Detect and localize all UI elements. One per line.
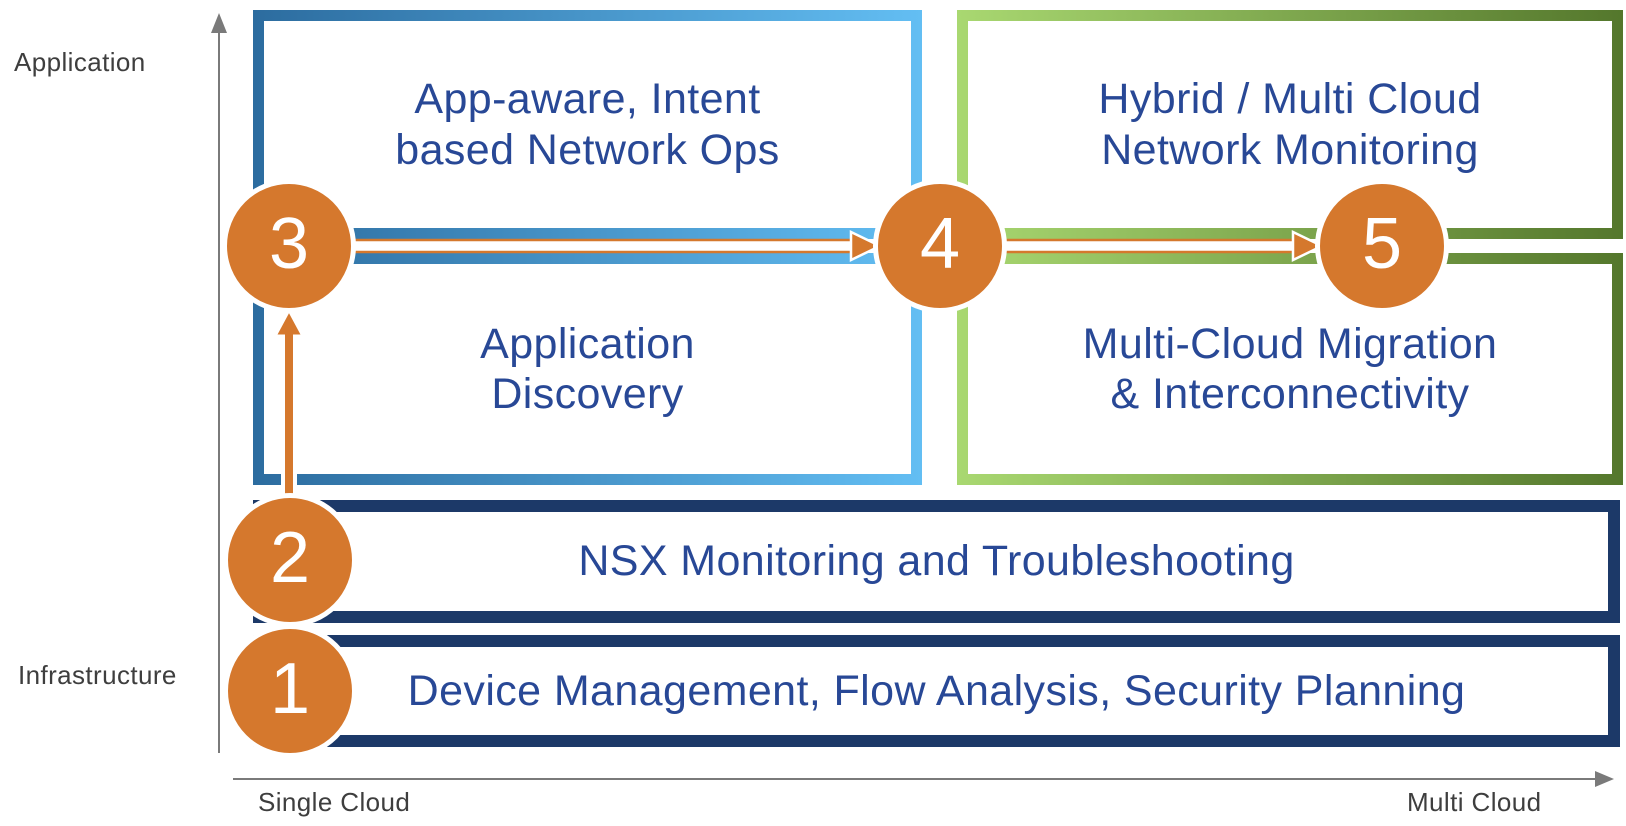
bar-device-management: Device Management, Flow Analysis, Securi… — [253, 635, 1620, 747]
y-axis-arrowhead-icon — [211, 13, 227, 33]
stage-circle-2: 2 — [223, 493, 357, 627]
panel-multicloud-migration-label-line2: & Interconnectivity — [1110, 370, 1470, 418]
panel-application-discovery-inner: Application Discovery — [264, 264, 911, 474]
y-axis — [211, 13, 227, 753]
y-axis-top-label: Application — [14, 47, 146, 77]
panel-app-aware-label: App-aware, Intent based Network Ops — [395, 74, 779, 175]
stage-circle-1: 1 — [223, 624, 357, 758]
panel-hybrid-multicloud-label-line2: Network Monitoring — [1101, 125, 1479, 174]
panel-hybrid-multicloud-monitoring: Hybrid / Multi Cloud Network Monitoring — [957, 10, 1623, 239]
panel-application-discovery-label: Application Discovery — [480, 319, 695, 420]
panel-app-aware-label-line1: App-aware, Intent — [414, 75, 761, 124]
panel-hybrid-multicloud-label-line1: Hybrid / Multi Cloud — [1098, 75, 1482, 124]
x-axis-arrowhead-icon — [1595, 771, 1614, 787]
panel-hybrid-multicloud-monitoring-inner: Hybrid / Multi Cloud Network Monitoring — [968, 21, 1612, 228]
panel-hybrid-multicloud-label: Hybrid / Multi Cloud Network Monitoring — [1098, 74, 1481, 175]
stage-circle-3-number: 3 — [268, 204, 310, 284]
stage-circle-4: 4 — [873, 179, 1007, 313]
x-axis — [233, 771, 1614, 787]
x-axis-left-label: Single Cloud — [258, 787, 411, 817]
panel-application-discovery: Application Discovery — [253, 253, 922, 485]
bar-device-management-label: Device Management, Flow Analysis, Securi… — [407, 666, 1466, 715]
stage-circle-2-number: 2 — [269, 518, 311, 598]
bar-nsx-monitoring-label: NSX Monitoring and Troubleshooting — [578, 537, 1295, 585]
panel-multicloud-migration-label: Multi-Cloud Migration & Interconnectivit… — [1083, 319, 1498, 420]
panel-application-discovery-label-line1: Application — [480, 319, 695, 368]
stage-circle-3: 3 — [222, 179, 356, 313]
stage-circle-4-number: 4 — [919, 204, 961, 284]
panel-multicloud-migration: Multi-Cloud Migration & Interconnectivit… — [957, 253, 1623, 485]
bar-nsx-monitoring: NSX Monitoring and Troubleshooting — [253, 500, 1620, 623]
stage-circle-5: 5 — [1315, 179, 1449, 313]
stage-circle-5-number: 5 — [1361, 204, 1403, 284]
y-axis-bottom-label: Infrastructure — [18, 660, 177, 690]
panel-app-aware-label-line2: based Network Ops — [395, 125, 780, 174]
panel-app-aware-network-ops-inner: App-aware, Intent based Network Ops — [264, 21, 911, 228]
panel-multicloud-migration-inner: Multi-Cloud Migration & Interconnectivit… — [968, 264, 1612, 474]
panel-application-discovery-label-line2: Discovery — [491, 370, 684, 418]
x-axis-right-label: Multi Cloud — [1407, 787, 1542, 817]
panel-multicloud-migration-label-line1: Multi-Cloud Migration — [1082, 319, 1498, 368]
panel-app-aware-network-ops: App-aware, Intent based Network Ops — [253, 10, 922, 239]
stage-circle-1-number: 1 — [269, 649, 311, 729]
